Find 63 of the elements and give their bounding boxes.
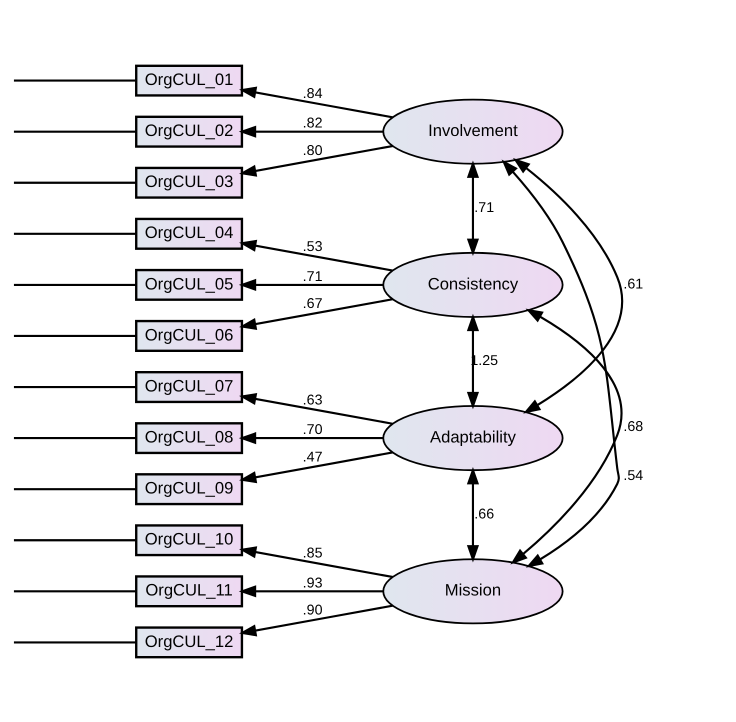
edge-label: .53: [302, 238, 323, 255]
edge-label: .66: [474, 506, 494, 522]
arrow: [512, 157, 624, 414]
connector: [14, 334, 136, 337]
arrow: [238, 278, 384, 290]
edge-label: .70: [302, 422, 323, 438]
arrow: [239, 450, 393, 483]
arrow: [510, 308, 623, 564]
node-ellipse: Involvement: [382, 98, 564, 164]
edge-label: .84: [302, 85, 323, 102]
arrow: [238, 584, 384, 597]
node-box: OrgCUL_02: [135, 115, 244, 148]
node-box: OrgCUL_12: [135, 626, 244, 658]
arrow: [239, 239, 393, 272]
node-ellipse: Adaptability: [382, 404, 564, 471]
connector: [14, 538, 136, 541]
arrow: [239, 298, 393, 330]
node-box: OrgCUL_06: [135, 319, 244, 352]
edge-label: .54: [623, 467, 644, 484]
edge-label: .67: [302, 296, 323, 312]
node-ellipse: Mission: [382, 558, 564, 624]
edge-label: .85: [302, 545, 323, 562]
arrow: [239, 86, 393, 118]
arrow: [466, 160, 480, 256]
arrow: [502, 159, 620, 568]
connector: [14, 385, 136, 388]
connector: [14, 488, 136, 490]
connector: [14, 232, 136, 234]
edge-label: .63: [302, 392, 323, 408]
edge-label: .61: [623, 276, 644, 292]
node-box: OrgCUL_04: [135, 217, 244, 250]
edge-label: .82: [302, 115, 323, 132]
edge-label: .80: [302, 142, 323, 158]
connector: [14, 130, 136, 132]
node-box: OrgCUL_03: [135, 166, 244, 198]
arrow: [238, 125, 384, 138]
node-box: OrgCUL_01: [135, 64, 244, 96]
node-box: OrgCUL_11: [135, 574, 244, 607]
edge-label: .47: [302, 448, 323, 465]
arrow: [239, 144, 393, 176]
connector: [14, 79, 136, 82]
node-box: OrgCUL_07: [135, 370, 244, 403]
arrow: [239, 546, 393, 578]
connector: [14, 640, 136, 643]
arrow: [466, 313, 480, 409]
connector: [14, 181, 136, 184]
arrow: [238, 432, 384, 444]
connector: [14, 436, 136, 439]
arrow: [239, 392, 393, 424]
connector: [14, 283, 136, 286]
arrow: [239, 604, 393, 636]
edge-label: .90: [302, 602, 323, 618]
connector: [14, 590, 136, 592]
edge-label: .68: [623, 418, 644, 435]
arrow: [466, 466, 480, 562]
edge-label: .71: [474, 199, 494, 216]
node-box: OrgCUL_10: [135, 524, 244, 556]
node-box: OrgCUL_09: [135, 472, 244, 505]
node-box: OrgCUL_08: [135, 422, 244, 454]
edge-label: .93: [302, 574, 323, 591]
node-ellipse: Consistency: [382, 251, 564, 318]
edge-label: .71: [302, 268, 323, 284]
node-box: OrgCUL_05: [135, 268, 244, 300]
